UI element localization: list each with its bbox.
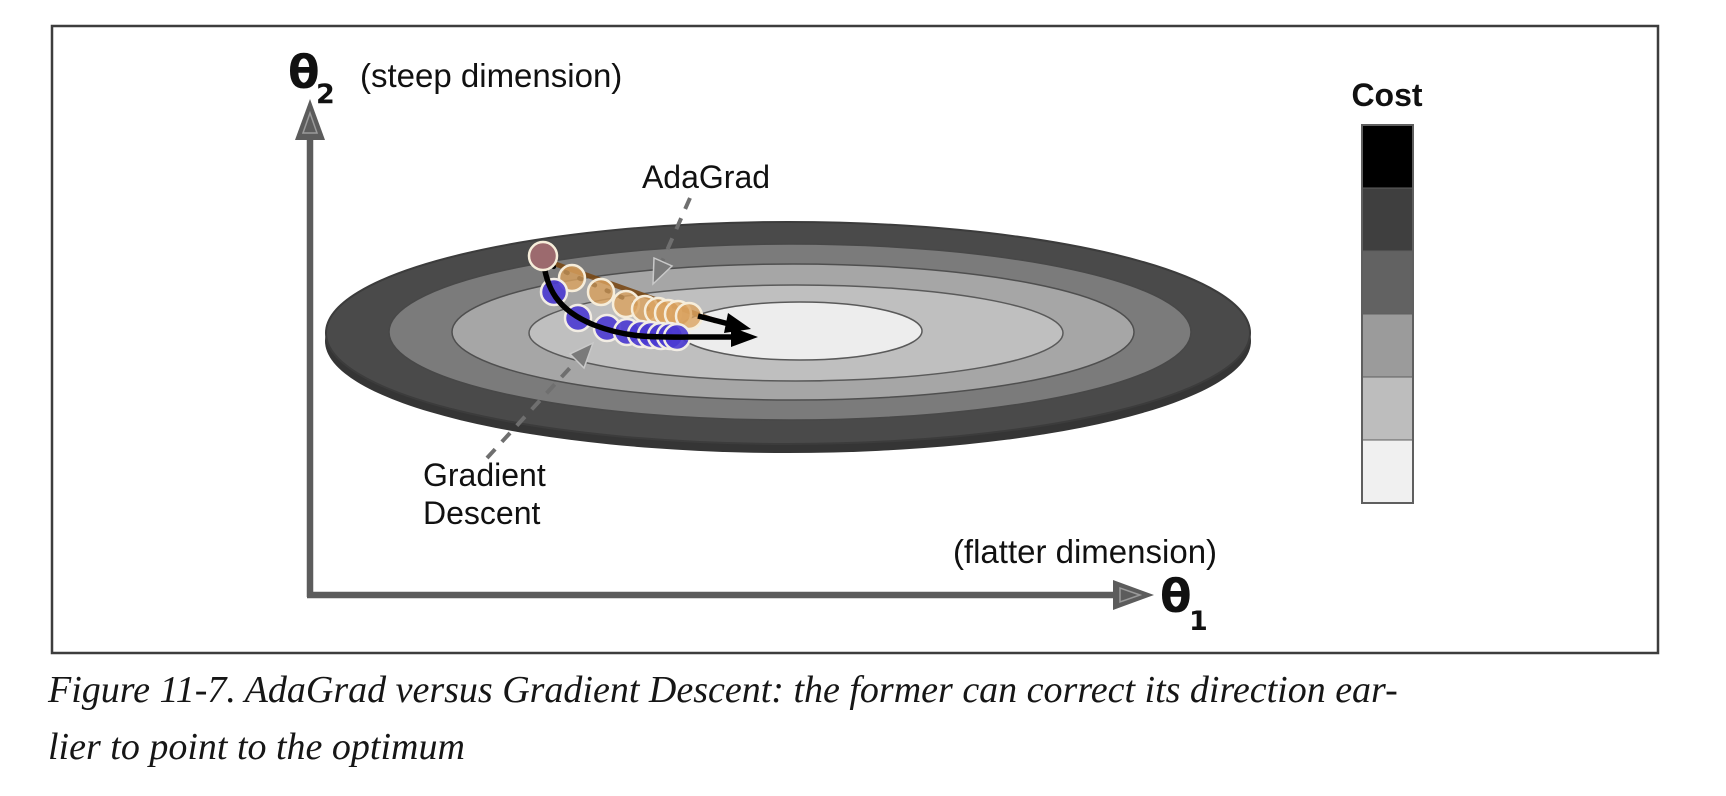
figure-caption: Figure 11-7. AdaGrad versus Gradient Des…	[48, 662, 1698, 776]
start-point-dot	[527, 240, 559, 272]
x-axis-subscript: 1	[1189, 606, 1208, 637]
gradient-descent-label-line1: Gradient	[423, 457, 546, 493]
y-axis-symbol: θ	[288, 45, 320, 99]
adagrad-annotation-arrow	[652, 197, 692, 286]
gradient-descent-curve	[540, 257, 739, 340]
x-axis-arrowhead-inner-icon	[1119, 586, 1143, 604]
adagrad-arrowhead-icon	[724, 313, 751, 333]
contour-ellipse	[677, 301, 923, 361]
figure-caption-line1: Figure 11-7. AdaGrad versus Gradient Des…	[48, 669, 1398, 711]
cost-swatch	[1361, 124, 1414, 189]
gradient-descent-annotation-arrow	[485, 341, 595, 460]
gradient-descent-arrowhead-icon	[731, 327, 758, 347]
x-axis	[307, 580, 1154, 610]
y-axis-arrowhead-inner-icon	[301, 110, 319, 134]
cost-legend-title: Cost	[1351, 77, 1422, 113]
cost-colorbar-border	[1361, 124, 1414, 504]
start-dot	[527, 240, 559, 272]
cost-swatch	[1361, 376, 1414, 441]
x-axis-symbol: θ	[1160, 569, 1192, 623]
gradient-descent-annotation-arrowhead-icon	[568, 341, 595, 370]
gradient-descent-label-line2: Descent	[423, 495, 541, 531]
x-axis-note: (flatter dimension)	[953, 533, 1217, 570]
y-axis-subscript: 2	[316, 79, 335, 110]
contour-plot	[325, 221, 1251, 453]
gradient-descent-step-arrow	[540, 257, 758, 347]
x-axis-arrowhead-icon	[1113, 580, 1154, 610]
adagrad-annotation-arrowhead-icon	[652, 256, 674, 286]
y-axis-arrowhead-icon	[295, 99, 325, 140]
adagrad-step-dot	[586, 277, 616, 307]
adagrad-step-arrow	[697, 313, 751, 333]
y-axis	[295, 99, 325, 597]
adagrad-path-dots	[557, 263, 704, 331]
cost-swatch	[1361, 439, 1414, 504]
cost-swatch	[1361, 313, 1414, 378]
y-axis-note: (steep dimension)	[360, 57, 622, 94]
cost-swatch	[1361, 187, 1414, 252]
cost-swatch	[1361, 250, 1414, 315]
cost-colorbar: Cost	[1351, 77, 1423, 504]
adagrad-label: AdaGrad	[642, 159, 770, 195]
figure-caption-line2: lier to point to the optimum	[48, 726, 465, 768]
gradient-descent-annotation-line	[485, 356, 581, 460]
adagrad-arrow-line	[697, 313, 730, 327]
cost-colorbar-swatches	[1361, 124, 1414, 504]
figure-canvas: θ 2 (steep dimension) θ 1 (flatter dimen…	[50, 24, 1660, 655]
